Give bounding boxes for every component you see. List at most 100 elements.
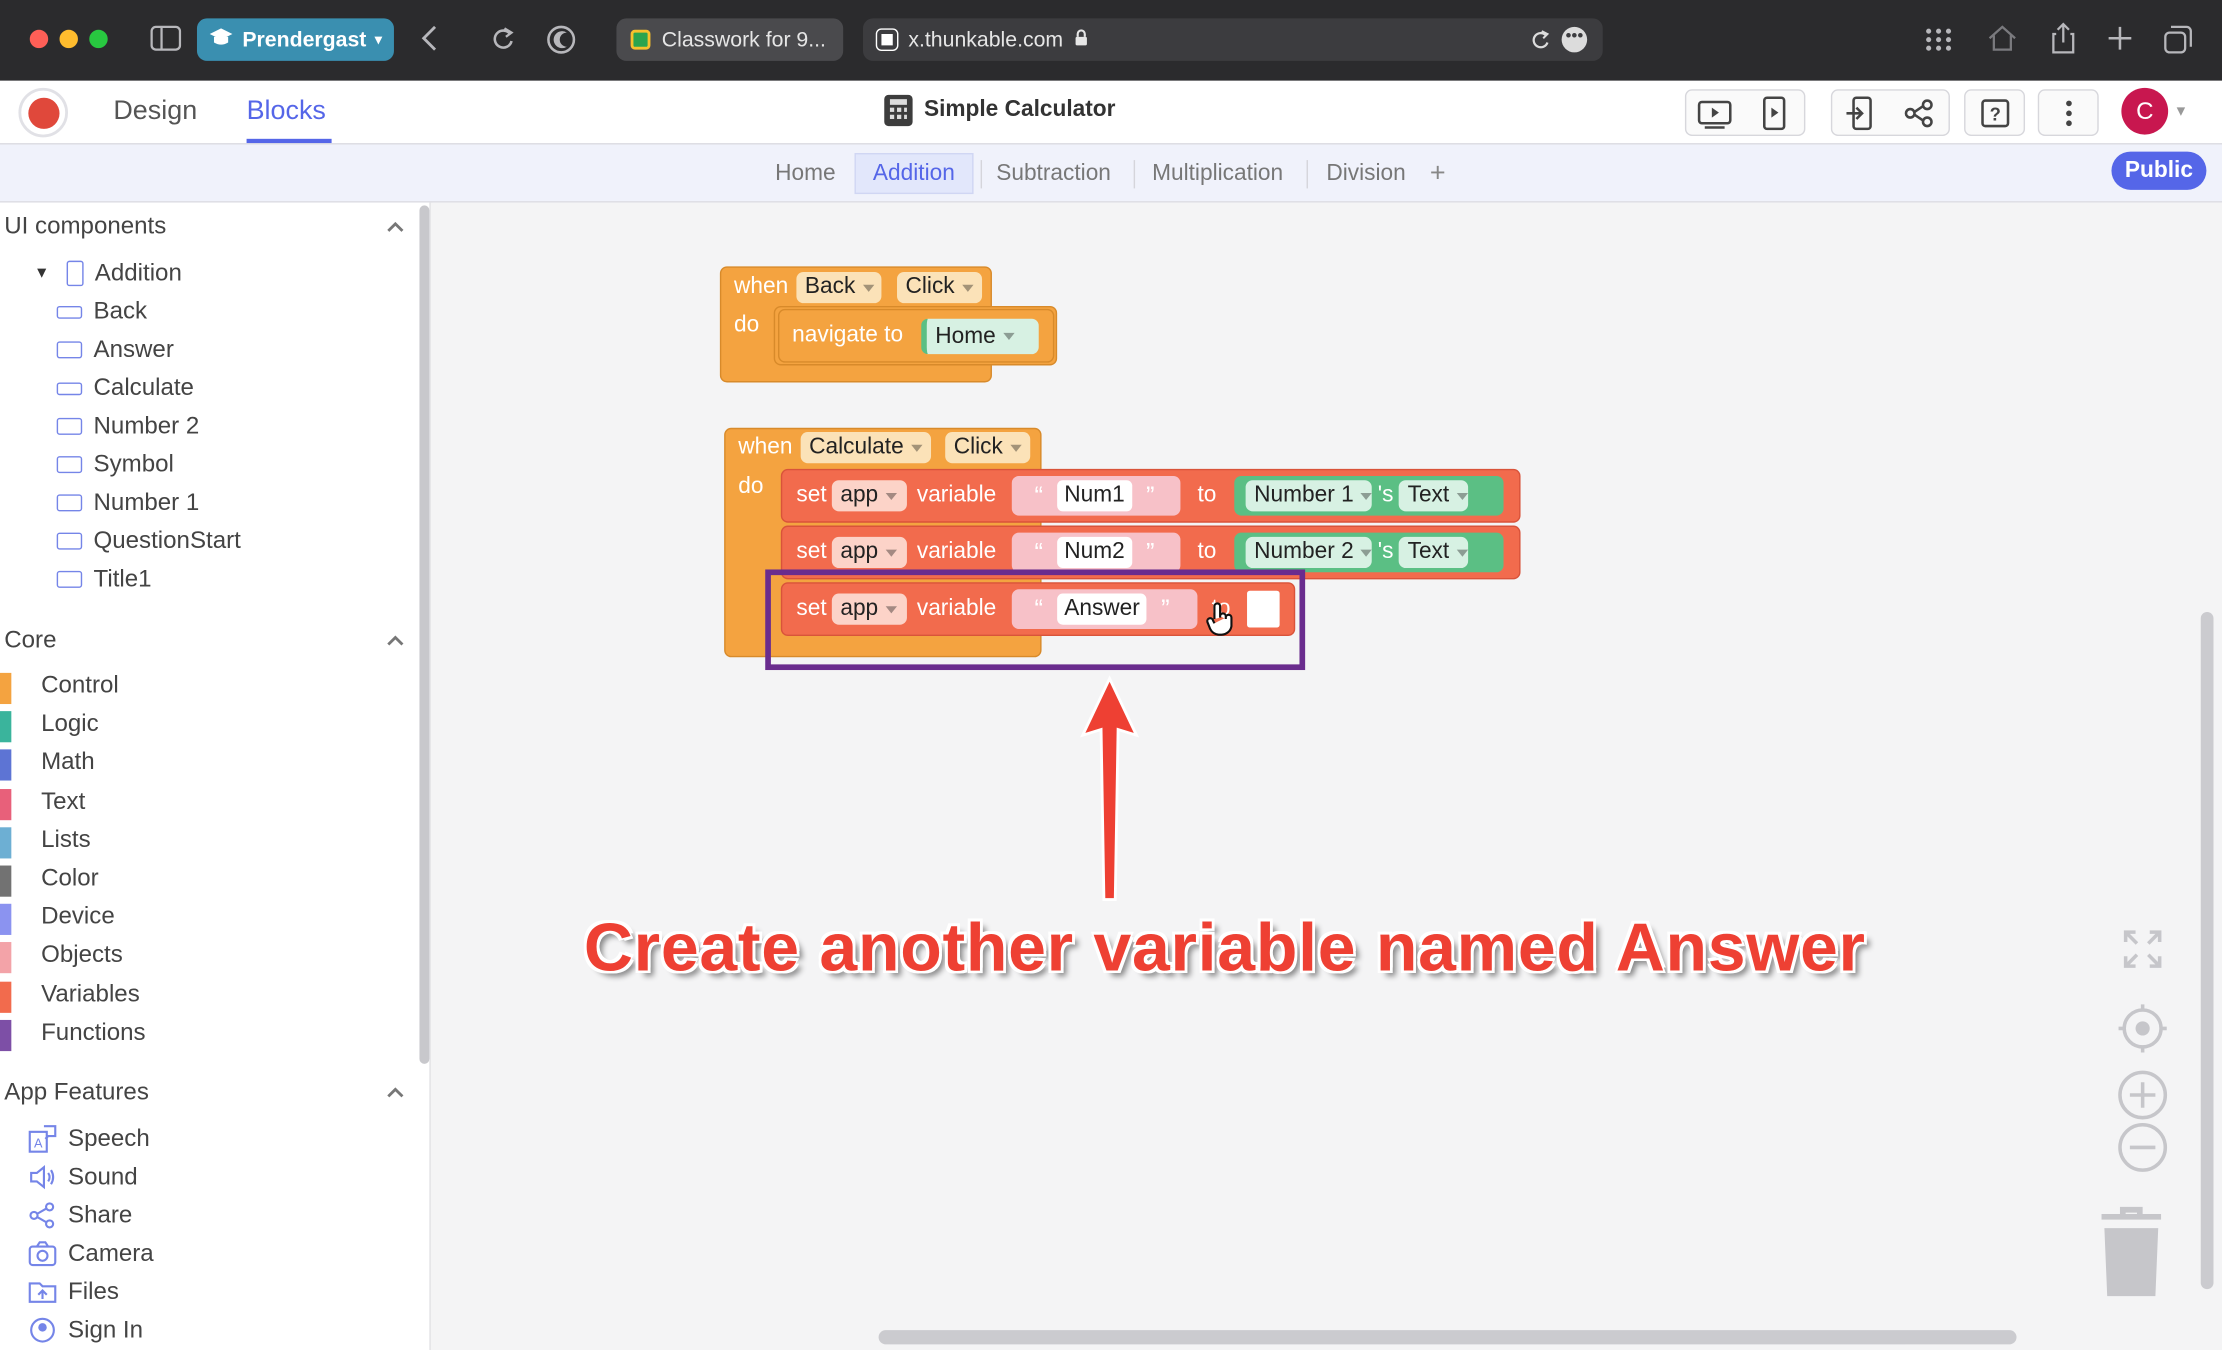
public-badge[interactable]: Public <box>2111 151 2207 190</box>
download-icon[interactable] <box>1845 96 1873 137</box>
new-tab-icon[interactable] <box>2106 24 2134 58</box>
component-item-back[interactable]: Back <box>56 297 147 325</box>
category-item-math[interactable]: Math <box>41 748 95 776</box>
component-item-title1[interactable]: Title1 <box>56 565 152 593</box>
account-chevron-icon[interactable]: ▾ <box>2176 100 2186 121</box>
address-bar[interactable]: x.thunkable.com <box>908 27 1064 52</box>
text-block-num2[interactable]: “Num2” <box>1011 532 1181 573</box>
recenter-icon[interactable] <box>2117 1003 2168 1061</box>
text-block-answer[interactable]: “Answer” <box>1011 589 1198 629</box>
scope-dropdown-app[interactable]: app <box>831 536 907 569</box>
tab-classwork[interactable]: Classwork for 9... <box>616 18 844 61</box>
component-tree-root[interactable]: ▼ Addition <box>34 259 182 287</box>
category-item-lists[interactable]: Lists <box>41 825 91 853</box>
component-dropdown-number-2[interactable]: Number 2 <box>1245 536 1373 569</box>
category-item-functions[interactable]: Functions <box>41 1018 146 1046</box>
property-dropdown-text[interactable]: Text <box>1399 536 1468 569</box>
blocks-tab[interactable]: Blocks <box>246 96 326 127</box>
scope-dropdown-app[interactable]: app <box>831 480 907 512</box>
live-test-icon[interactable] <box>1696 99 1733 137</box>
home-icon[interactable] <box>1987 23 2018 60</box>
tab-addition[interactable]: Addition <box>854 152 974 195</box>
close-window-button[interactable] <box>29 29 49 49</box>
scope-dropdown-app[interactable]: app <box>831 593 907 625</box>
page-reload-icon[interactable] <box>1529 27 1552 58</box>
minimize-window-button[interactable] <box>59 29 78 49</box>
apps-grid-icon[interactable] <box>1924 27 1952 58</box>
ui-components-header[interactable]: UI components <box>4 212 167 240</box>
history-icon[interactable] <box>546 24 577 61</box>
profile-menu-button[interactable]: Prendergast ▾ <box>196 18 394 61</box>
zoom-in-icon[interactable] <box>2117 1070 2168 1128</box>
label-component-icon <box>56 456 83 474</box>
text-value[interactable]: Answer <box>1057 593 1147 625</box>
more-menu-button[interactable] <box>2037 89 2099 136</box>
category-item-objects[interactable]: Objects <box>41 941 123 969</box>
collapse-chevron-icon[interactable] <box>385 1082 405 1102</box>
category-color-swatch <box>0 942 12 974</box>
tab-thunkable[interactable]: x.thunkable.com ••• <box>863 18 1603 61</box>
zoom-window-button[interactable] <box>89 29 108 49</box>
component-dropdown-back[interactable]: Back <box>796 271 882 304</box>
text-block-num1[interactable]: “Num1” <box>1011 475 1181 516</box>
component-item-symbol[interactable]: Symbol <box>56 450 174 478</box>
drawer-scrollbar[interactable] <box>419 205 430 1064</box>
text-value[interactable]: Num2 <box>1057 536 1132 569</box>
zoom-out-icon[interactable] <box>2117 1122 2168 1180</box>
component-item-answer[interactable]: Answer <box>56 336 174 364</box>
back-icon[interactable] <box>421 24 438 58</box>
text-value[interactable]: Num1 <box>1057 480 1132 512</box>
tab-multiplication[interactable]: Multiplication <box>1152 160 1284 185</box>
feature-item-share[interactable]: Share <box>28 1201 132 1229</box>
sidebar-toggle-icon[interactable] <box>150 25 182 56</box>
category-item-text[interactable]: Text <box>41 787 86 814</box>
component-item-number-1[interactable]: Number 1 <box>56 489 199 517</box>
help-button[interactable]: ? <box>1964 89 2026 136</box>
trash-icon[interactable] <box>2097 1206 2165 1307</box>
workspace-vertical-scrollbar[interactable] <box>2200 611 2214 1290</box>
blocks-workspace[interactable] <box>432 202 2222 1350</box>
screen-tabs-bar: Home Addition Subtraction Multiplication… <box>0 144 2222 203</box>
category-item-logic[interactable]: Logic <box>41 709 99 737</box>
component-item-number-2[interactable]: Number 2 <box>56 412 199 440</box>
avatar[interactable]: C <box>2121 87 2169 135</box>
feature-item-sound[interactable]: Sound <box>28 1163 138 1191</box>
event-dropdown-click[interactable]: Click <box>897 271 983 304</box>
tab-overview-icon[interactable] <box>2162 24 2193 61</box>
feature-item-sign-in[interactable]: Sign In <box>28 1316 143 1344</box>
share-page-icon[interactable] <box>2051 21 2077 61</box>
add-screen-button[interactable]: + <box>1429 157 1446 188</box>
property-dropdown-text[interactable]: Text <box>1399 480 1468 512</box>
tab-division[interactable]: Division <box>1326 160 1406 185</box>
more-options-icon[interactable]: ••• <box>1561 26 1588 53</box>
app-features-header[interactable]: App Features <box>4 1078 149 1105</box>
workspace-horizontal-scrollbar[interactable] <box>878 1330 2017 1345</box>
tab-subtraction[interactable]: Subtraction <box>996 160 1111 185</box>
share-project-icon[interactable] <box>1903 99 1934 134</box>
feature-item-camera[interactable]: Camera <box>28 1240 154 1268</box>
tab-home[interactable]: Home <box>775 160 836 185</box>
feature-item-speech[interactable]: A Speech <box>28 1125 150 1153</box>
category-item-color[interactable]: Color <box>41 864 99 892</box>
event-dropdown-click[interactable]: Click <box>945 432 1031 464</box>
category-item-variables[interactable]: Variables <box>41 979 140 1007</box>
collapse-chevron-icon[interactable] <box>385 630 405 650</box>
phone-preview-icon[interactable] <box>1761 96 1787 137</box>
component-dropdown-number-1[interactable]: Number 1 <box>1245 480 1373 512</box>
feature-item-files[interactable]: Files <box>28 1278 119 1306</box>
empty-value-socket[interactable] <box>1247 590 1280 628</box>
thunkable-logo[interactable] <box>18 87 69 138</box>
design-tab[interactable]: Design <box>113 96 198 127</box>
core-header[interactable]: Core <box>4 626 57 654</box>
reload-icon[interactable] <box>490 24 516 58</box>
component-item-questionstart[interactable]: QuestionStart <box>56 527 241 555</box>
fullscreen-icon[interactable] <box>2123 929 2163 976</box>
category-item-device[interactable]: Device <box>41 902 115 930</box>
category-item-control[interactable]: Control <box>41 671 119 699</box>
component-item-calculate[interactable]: Calculate <box>56 374 194 402</box>
screen-dropdown-home[interactable]: Home <box>921 318 1039 355</box>
component-dropdown-calculate[interactable]: Calculate <box>800 432 932 464</box>
collapse-chevron-icon[interactable] <box>385 217 405 237</box>
